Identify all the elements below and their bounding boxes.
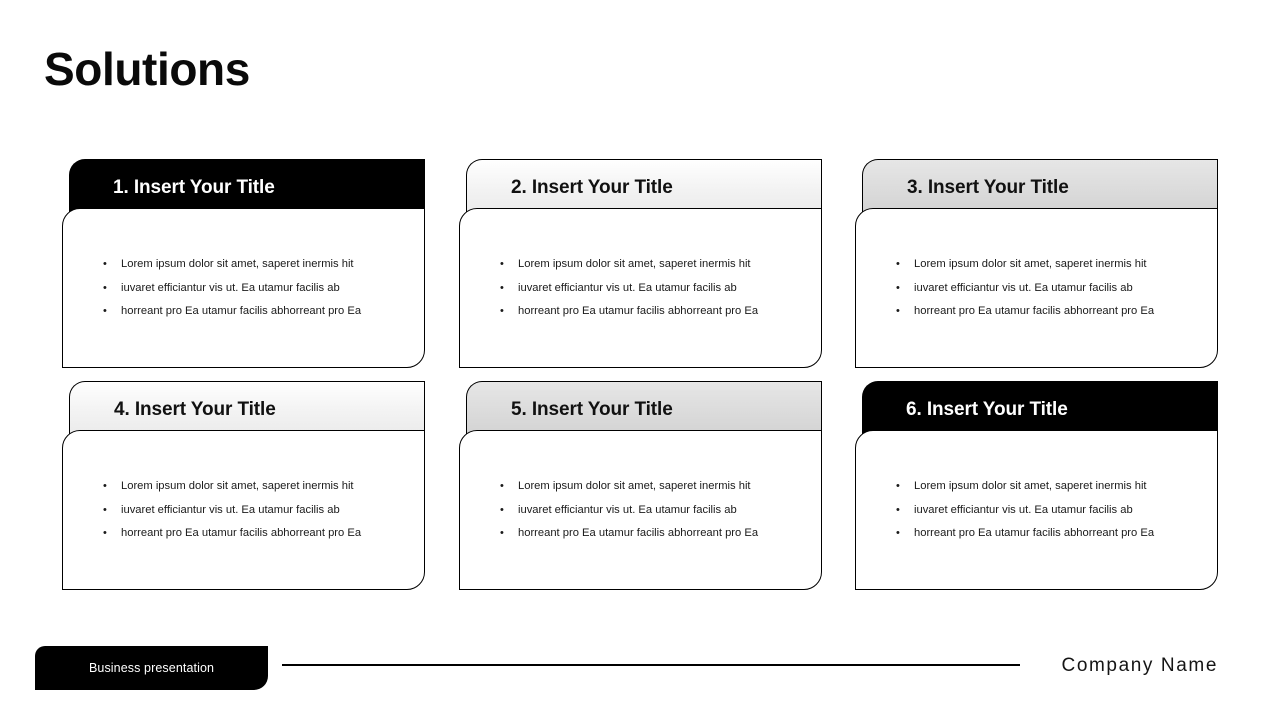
bullet-item: • Lorem ipsum dolor sit amet, saperet ine… xyxy=(103,475,361,499)
card-bullet-list-3: • Lorem ipsum dolor sit amet, saperet ine… xyxy=(896,253,1154,324)
bullet-dot-icon: • xyxy=(896,503,900,516)
bullet-item: • iuvaret efficiantur vis ut. Ea utamur f… xyxy=(103,498,361,522)
company-name: Company Name xyxy=(1061,655,1218,676)
bullet-dot-icon: • xyxy=(896,479,900,492)
bullet-text: iuvaret efficiantur vis ut. Ea utamur fa… xyxy=(914,281,1133,294)
bullet-dot-icon: • xyxy=(103,281,107,294)
solution-card-4[interactable]: 4. Insert Your Title • Lorem ipsum dolor s… xyxy=(62,381,425,590)
bullet-text: horreant pro Ea utamur facilis abhorrean… xyxy=(518,304,759,317)
card-header-4: 4. Insert Your Title xyxy=(69,381,425,438)
bullet-item: • iuvaret efficiantur vis ut. Ea utamur f… xyxy=(896,498,1154,522)
bullet-item: • Lorem ipsum dolor sit amet, saperet ine… xyxy=(103,253,361,277)
bullet-text: Lorem ipsum dolor sit amet, saperet iner… xyxy=(121,257,354,270)
bullet-text: iuvaret efficiantur vis ut. Ea utamur fa… xyxy=(914,503,1133,516)
page-title: Solutions xyxy=(44,43,250,95)
bullet-text: Lorem ipsum dolor sit amet, saperet iner… xyxy=(121,479,354,492)
bullet-item: • iuvaret efficiantur vis ut. Ea utamur f… xyxy=(500,276,758,300)
bullet-item: • iuvaret efficiantur vis ut. Ea utamur f… xyxy=(896,276,1154,300)
solution-card-3[interactable]: 3. Insert Your Title • Lorem ipsum dolor s… xyxy=(855,159,1218,368)
card-header-3: 3. Insert Your Title xyxy=(862,159,1218,216)
card-bullet-list-2: • Lorem ipsum dolor sit amet, saperet ine… xyxy=(500,253,758,324)
bullet-dot-icon: • xyxy=(103,479,107,492)
bullet-item: • horreant pro Ea utamur facilis abhorrea… xyxy=(500,300,758,324)
card-bullet-list-5: • Lorem ipsum dolor sit amet, saperet ine… xyxy=(500,475,758,546)
solution-card-1[interactable]: 1. Insert Your Title • Lorem ipsum dolor s… xyxy=(62,159,425,368)
bullet-text: horreant pro Ea utamur facilis abhorrean… xyxy=(914,304,1155,317)
bullet-item: • horreant pro Ea utamur facilis abhorrea… xyxy=(103,522,361,546)
card-header-1: 1. Insert Your Title xyxy=(69,159,425,216)
bullet-text: iuvaret efficiantur vis ut. Ea utamur fa… xyxy=(121,503,340,516)
card-title-2: 2. Insert Your Title xyxy=(511,177,673,198)
bullet-dot-icon: • xyxy=(500,281,504,294)
card-title-5: 5. Insert Your Title xyxy=(511,399,673,420)
bullet-text: iuvaret efficiantur vis ut. Ea utamur fa… xyxy=(518,503,737,516)
solution-card-2[interactable]: 2. Insert Your Title • Lorem ipsum dolor s… xyxy=(459,159,822,368)
card-body-6: • Lorem ipsum dolor sit amet, saperet ine… xyxy=(855,430,1218,590)
bullet-item: • horreant pro Ea utamur facilis abhorrea… xyxy=(103,300,361,324)
bullet-item: • Lorem ipsum dolor sit amet, saperet ine… xyxy=(896,475,1154,499)
card-bullet-list-4: • Lorem ipsum dolor sit amet, saperet ine… xyxy=(103,475,361,546)
bullet-dot-icon: • xyxy=(896,281,900,294)
card-bullet-list-1: • Lorem ipsum dolor sit amet, saperet ine… xyxy=(103,253,361,324)
bullet-dot-icon: • xyxy=(896,526,900,539)
bullet-text: Lorem ipsum dolor sit amet, saperet iner… xyxy=(914,257,1147,270)
bullet-text: horreant pro Ea utamur facilis abhorrean… xyxy=(121,526,362,539)
card-header-5: 5. Insert Your Title xyxy=(466,381,822,438)
card-header-2: 2. Insert Your Title xyxy=(466,159,822,216)
bullet-dot-icon: • xyxy=(500,479,504,492)
bullet-dot-icon: • xyxy=(103,503,107,516)
bullet-text: horreant pro Ea utamur facilis abhorrean… xyxy=(914,526,1155,539)
bullet-text: Lorem ipsum dolor sit amet, saperet iner… xyxy=(518,479,751,492)
bullet-item: • Lorem ipsum dolor sit amet, saperet ine… xyxy=(500,475,758,499)
bullet-text: horreant pro Ea utamur facilis abhorrean… xyxy=(121,304,362,317)
bullet-item: • horreant pro Ea utamur facilis abhorrea… xyxy=(896,522,1154,546)
bullet-item: • Lorem ipsum dolor sit amet, saperet ine… xyxy=(896,253,1154,277)
card-body-4: • Lorem ipsum dolor sit amet, saperet ine… xyxy=(62,430,425,590)
bullet-text: iuvaret efficiantur vis ut. Ea utamur fa… xyxy=(518,281,737,294)
footer-divider-line xyxy=(282,664,1020,666)
footer-badge-label: Business presentation xyxy=(88,661,215,675)
footer-badge: Business presentation xyxy=(35,646,268,690)
bullet-item: • horreant pro Ea utamur facilis abhorrea… xyxy=(500,522,758,546)
card-title-6: 6. Insert Your Title xyxy=(906,398,1068,420)
card-body-3: • Lorem ipsum dolor sit amet, saperet ine… xyxy=(855,208,1218,368)
bullet-text: Lorem ipsum dolor sit amet, saperet iner… xyxy=(914,479,1147,492)
bullet-text: iuvaret efficiantur vis ut. Ea utamur fa… xyxy=(121,281,340,294)
card-body-2: • Lorem ipsum dolor sit amet, saperet ine… xyxy=(459,208,822,368)
bullet-dot-icon: • xyxy=(896,304,900,317)
card-header-6: 6. Insert Your Title xyxy=(862,381,1218,438)
bullet-dot-icon: • xyxy=(103,304,107,317)
card-title-3: 3. Insert Your Title xyxy=(907,177,1069,198)
card-title-4: 4. Insert Your Title xyxy=(114,399,276,420)
solution-card-6[interactable]: 6. Insert Your Title • Lorem ipsum dolor s… xyxy=(855,381,1218,590)
bullet-text: horreant pro Ea utamur facilis abhorrean… xyxy=(518,526,759,539)
bullet-item: • iuvaret efficiantur vis ut. Ea utamur f… xyxy=(103,276,361,300)
bullet-dot-icon: • xyxy=(500,257,504,270)
card-body-5: • Lorem ipsum dolor sit amet, saperet ine… xyxy=(459,430,822,590)
card-title-1: 1. Insert Your Title xyxy=(113,176,275,198)
bullet-dot-icon: • xyxy=(500,526,504,539)
solution-card-5[interactable]: 5. Insert Your Title • Lorem ipsum dolor s… xyxy=(459,381,822,590)
card-body-1: • Lorem ipsum dolor sit amet, saperet ine… xyxy=(62,208,425,368)
bullet-dot-icon: • xyxy=(103,257,107,270)
card-bullet-list-6: • Lorem ipsum dolor sit amet, saperet ine… xyxy=(896,475,1154,546)
bullet-dot-icon: • xyxy=(103,526,107,539)
bullet-item: • Lorem ipsum dolor sit amet, saperet ine… xyxy=(500,253,758,277)
bullet-text: Lorem ipsum dolor sit amet, saperet iner… xyxy=(518,257,751,270)
bullet-item: • iuvaret efficiantur vis ut. Ea utamur f… xyxy=(500,498,758,522)
bullet-dot-icon: • xyxy=(500,503,504,516)
bullet-dot-icon: • xyxy=(500,304,504,317)
bullet-item: • horreant pro Ea utamur facilis abhorrea… xyxy=(896,300,1154,324)
bullet-dot-icon: • xyxy=(896,257,900,270)
